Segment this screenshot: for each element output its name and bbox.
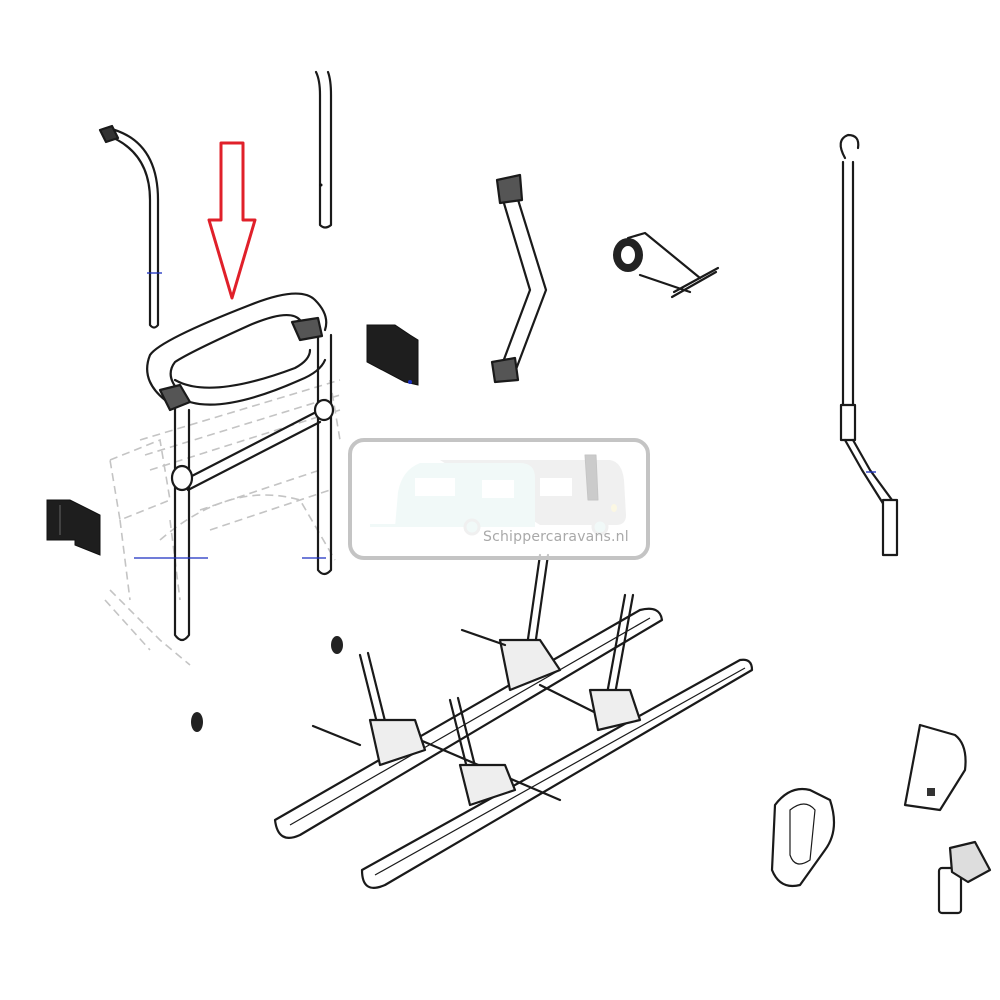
knob-1 bbox=[331, 636, 343, 654]
highlight-arrow bbox=[207, 141, 257, 300]
mount-bracket-left bbox=[46, 499, 101, 556]
knob-2 bbox=[191, 712, 203, 732]
mount-bracket-center bbox=[366, 324, 419, 386]
watermark-text: Schippercaravans.nl bbox=[483, 529, 629, 545]
ghost-frame bbox=[104, 379, 341, 666]
upper-tube-right bbox=[314, 70, 333, 229]
bike-arm bbox=[490, 173, 548, 384]
rail-platform bbox=[273, 553, 754, 889]
upper-tube-left bbox=[98, 124, 162, 329]
lock bbox=[937, 840, 992, 915]
cap-right bbox=[903, 723, 967, 812]
watermark-frame bbox=[348, 438, 650, 560]
top-frame bbox=[134, 292, 335, 642]
strap bbox=[613, 231, 720, 299]
cap-left bbox=[770, 787, 836, 888]
crank-rod bbox=[839, 133, 899, 557]
